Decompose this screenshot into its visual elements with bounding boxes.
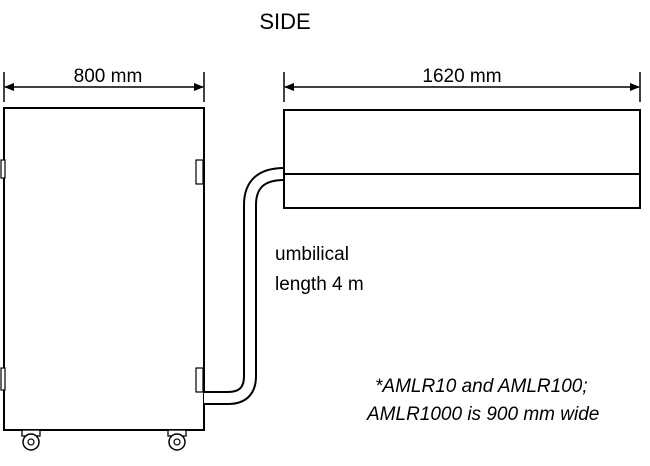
umbilical-label-line2: length 4 m [275,274,364,295]
view-title: SIDE [259,9,310,34]
cabinet [0,107,205,451]
umbilical-cable [204,167,285,405]
latch-top-right [195,159,204,185]
cabinet-width-label: 800 mm [74,66,143,87]
umbilical-label-line1: umbilical [275,244,349,265]
caster-left [21,429,41,451]
latch-bottom-right [195,367,204,393]
caster-right [167,429,187,451]
measuring-head [283,109,641,209]
cabinet-dimension: 800 mm [3,66,205,102]
footnote-line1: *AMLR10 and AMLR100; [375,376,588,397]
footnote-line2: AMLR1000 is 900 mm wide [366,404,599,425]
hinge-top-left [0,159,6,179]
hinge-bottom-left [0,367,6,391]
head-width-label: 1620 mm [422,66,501,87]
head-dimension: 1620 mm [283,66,641,102]
